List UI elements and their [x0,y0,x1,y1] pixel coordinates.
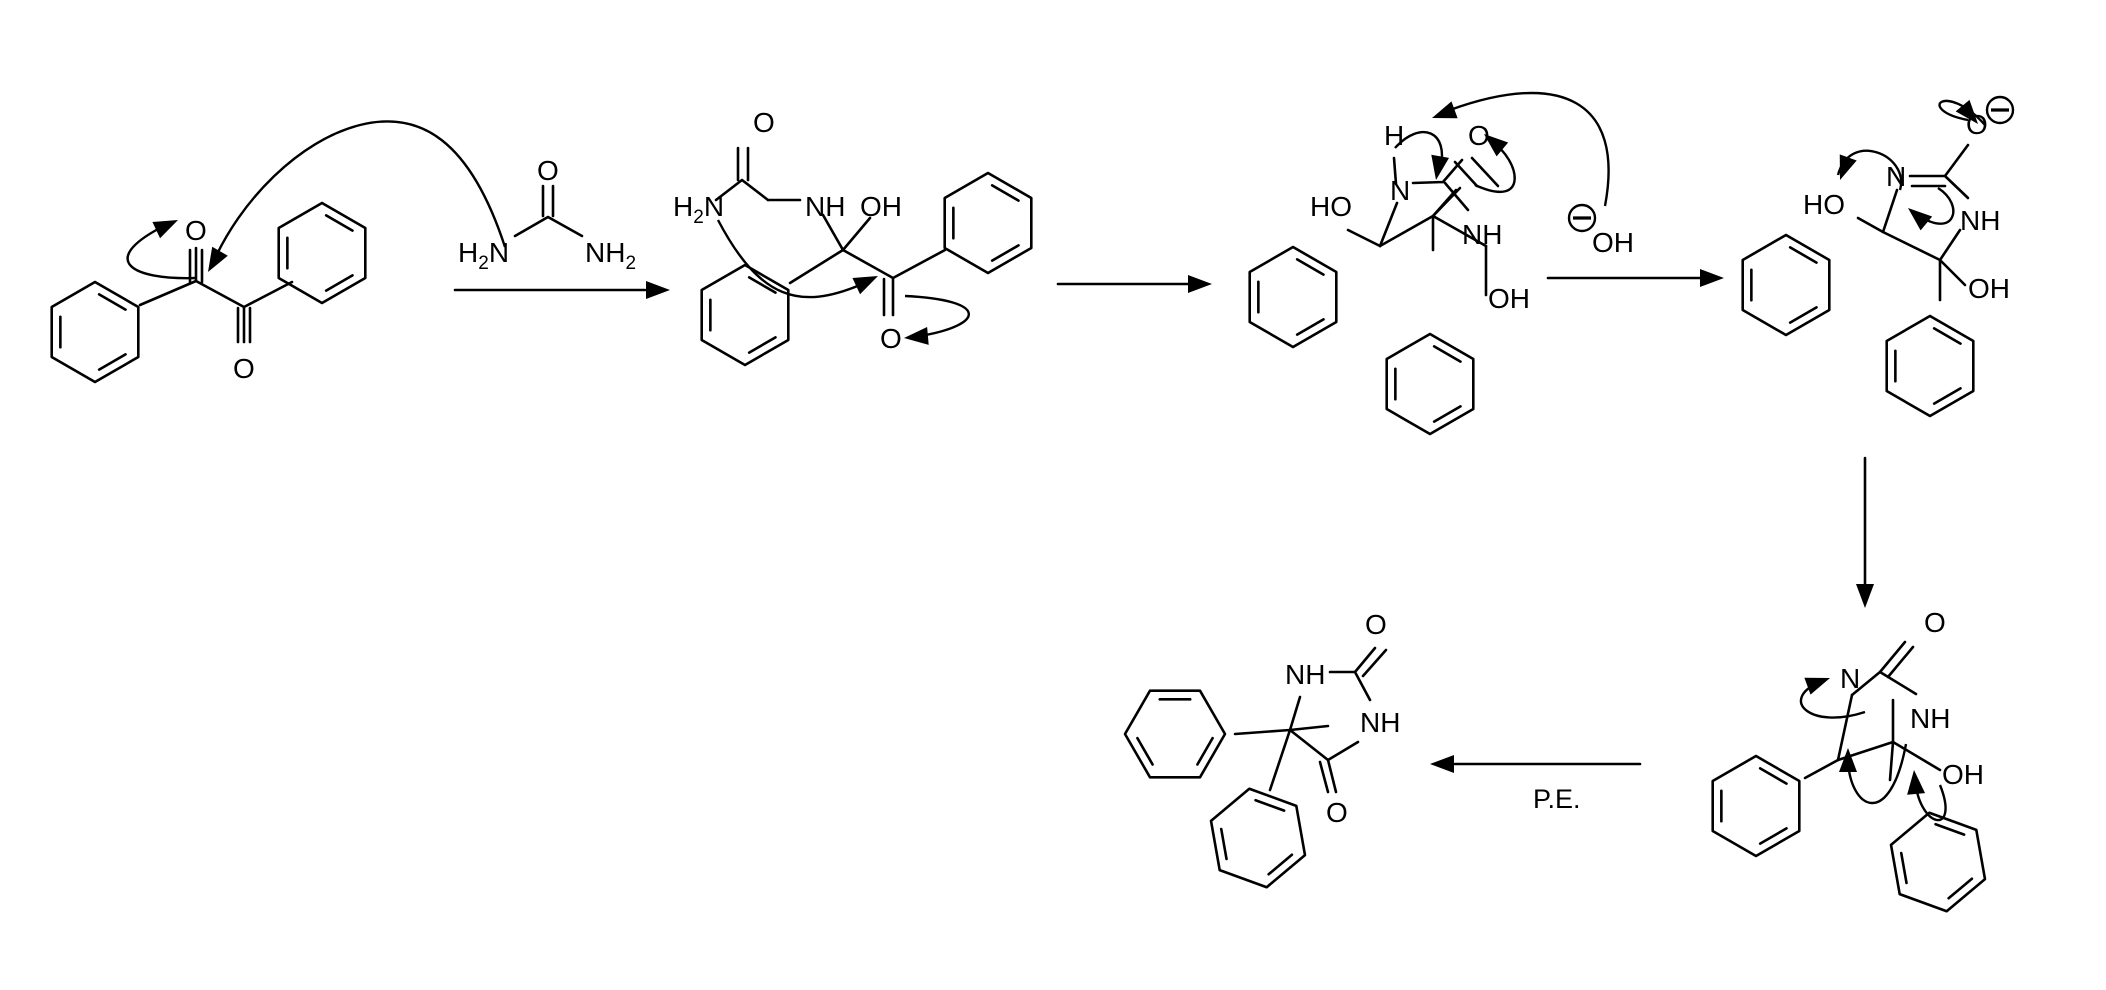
structure-adduct: O H2N NH OH O [673,107,947,354]
curved-arrow [904,294,970,338]
atom-o: O [1468,120,1490,151]
atom-n: N [1840,663,1860,694]
hydroxide-ion: OH [1567,203,1634,258]
aromatic-double-bond [1432,345,1462,363]
aromatic-double-bond [990,244,1020,262]
benzene-ring [1741,233,1831,337]
aromatic-double-bond [1758,767,1788,785]
aromatic-double-bond [1219,827,1228,861]
atom-oh: OH [860,191,902,222]
aromatic-double-bond [1932,327,1962,345]
atom-oh: OH [1942,759,1984,790]
aromatic-double-bond [1196,736,1214,766]
benzene-ring [1209,787,1307,889]
atom-oh: OH [1592,227,1634,258]
aromatic-double-bond [324,214,354,232]
benzene-ring [700,263,790,367]
reagent-label: P.E. [1533,784,1581,814]
curved-arrow [1917,186,1955,225]
atom-o: O [753,107,775,138]
aromatic-double-bond [324,274,354,292]
benzene-ring [1885,314,1975,418]
atom-h: H [1384,120,1404,151]
aromatic-double-bond [747,336,777,354]
atom-nh: NH [805,191,845,222]
curved-arrow [1846,743,1908,805]
atom-o-bottom: O [233,353,255,384]
aromatic-double-bond [1899,851,1908,885]
aromatic-double-bond [1432,405,1462,423]
aromatic-double-bond [1932,387,1962,405]
electron-arrows [126,91,1986,822]
curved-arrow [1449,91,1610,207]
atom-o-ketone: O [880,323,902,354]
atom-o: O [1326,797,1348,828]
atom-oh: OH [1968,273,2010,304]
aromatic-double-bond [97,293,127,311]
subscript-2: 2 [478,253,489,274]
atom-o: O [1365,609,1387,640]
aromatic-double-bond [1136,736,1154,766]
curved-arrow [1913,779,1947,822]
atom-nh: NH [1360,707,1400,738]
curved-arrow [1799,681,1866,719]
curved-arrow [210,120,507,266]
aromatic-double-bond [1254,798,1286,812]
benzene-ring [50,280,140,384]
benzene-ring [1385,332,1475,436]
subscript-2: 2 [625,253,636,274]
atom-ho: HO [1310,191,1352,222]
structure-phenytoin: NH O NH O [1233,609,1400,828]
atom-n: N [1390,175,1410,206]
atom-nh: NH [1462,219,1502,250]
curved-arrow [716,219,861,299]
benzene-ring [1123,689,1227,779]
curved-arrow [126,226,197,280]
atom-oh: OH [1488,283,1530,314]
structure-anion: HO N O NH OH [1803,95,2015,304]
atom-nh: NH [1285,659,1325,690]
atom-nh: NH [1960,205,2000,236]
aromatic-double-bond [1295,258,1325,276]
benzene-ring [1711,754,1801,858]
aromatic-double-bond [1758,827,1788,845]
atom-o: O [1924,607,1946,638]
benzene-ring [1889,811,1987,913]
benzene-rings [50,171,1987,913]
reaction-arrows: P.E. [453,269,1874,814]
atom-nh: NH [585,237,625,268]
aromatic-double-bond [1788,246,1818,264]
benzene-ring [277,201,367,305]
structure-benzil: O O [138,215,294,384]
aromatic-double-bond [1267,853,1294,876]
svg-text:H2N: H2N [673,191,724,228]
svg-text:NH2: NH2 [585,237,636,274]
svg-text:H2N: H2N [458,237,509,274]
atom-o-urea: O [537,155,559,186]
aromatic-double-bond [1947,877,1974,900]
structure-imine: N O NH OH [1803,607,1984,790]
aromatic-double-bond [747,276,777,294]
structure-urea: O H2N NH2 [458,155,636,274]
atom-n: N [489,237,509,268]
aromatic-double-bond [1295,318,1325,336]
benzene-ring [1248,245,1338,349]
atom-o-top: O [185,215,207,246]
aromatic-double-bond [97,353,127,371]
structure-cyclic-diol: HO N H O NH OH [1310,120,1530,314]
atom-nh: NH [1910,703,1950,734]
aromatic-double-bond [990,184,1020,202]
aromatic-double-bond [1788,306,1818,324]
aromatic-double-bond [1934,822,1966,836]
benzene-ring [943,171,1033,275]
atom-h: H [458,237,478,268]
atom-ho: HO [1803,189,1845,220]
